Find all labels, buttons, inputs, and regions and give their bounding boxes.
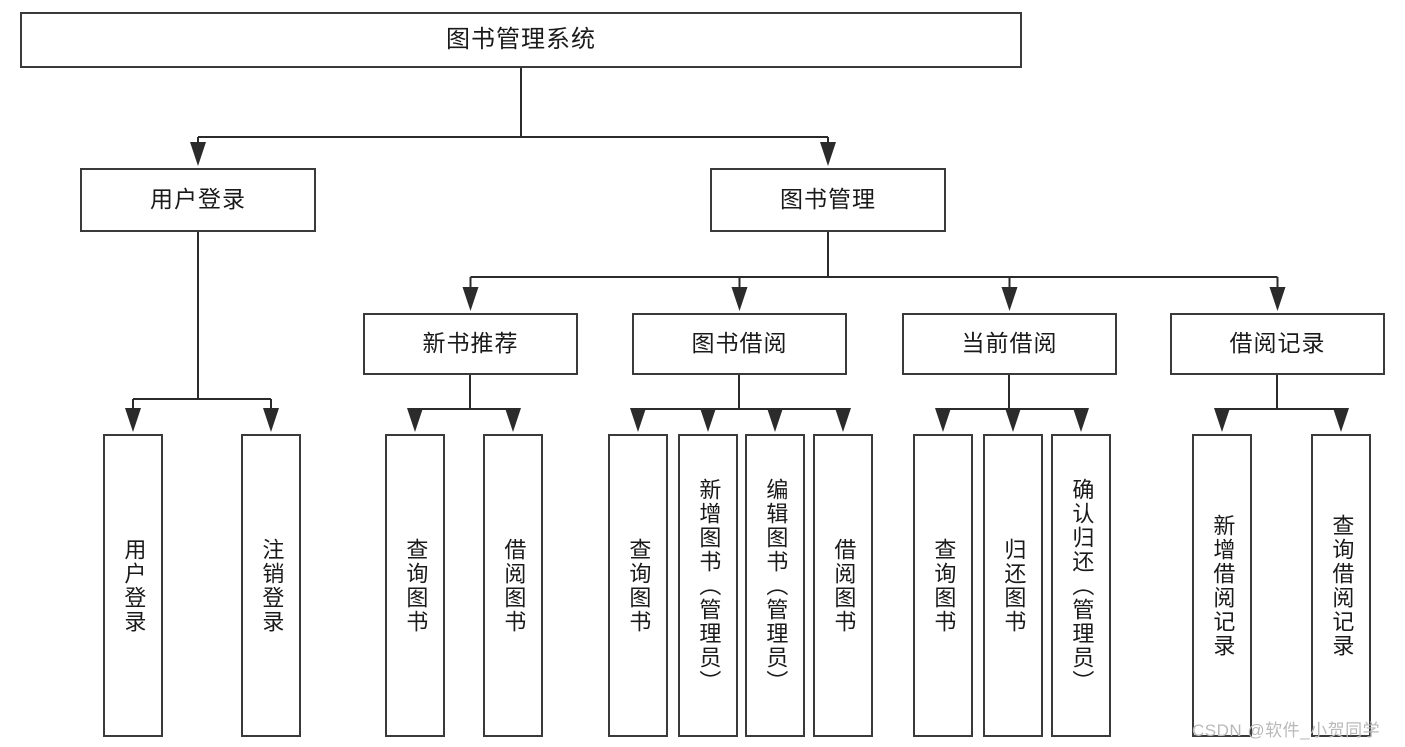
edge-arrowhead-leaf-confirm-return-admin: [1073, 408, 1089, 432]
node-label-book-borrow: 图书借阅: [691, 330, 788, 357]
csdn-watermark: CSDN @软件_小贺同学: [1192, 721, 1381, 740]
node-label-leaf-user-logout: 注销登录: [259, 537, 285, 634]
node-label-leaf-query-book-borrow: 查询图书: [626, 537, 652, 634]
node-label-leaf-edit-book-admin: 编辑图书（管理员）: [763, 477, 789, 694]
edge-arrowhead-leaf-return-book: [1005, 408, 1021, 432]
node-user-login[interactable]: 用户登录: [80, 168, 316, 232]
edge-arrowhead-leaf-borrow-book-borrow: [835, 408, 851, 432]
node-leaf-add-borrow-record[interactable]: 新增借阅记录: [1192, 434, 1252, 737]
node-label-leaf-add-book-admin: 新增图书（管理员）: [696, 477, 722, 694]
edge-arrowhead-leaf-borrow-book-recommend: [505, 408, 521, 432]
node-label-new-book-recommend: 新书推荐: [422, 330, 519, 357]
node-label-user-login: 用户登录: [150, 186, 246, 213]
node-current-borrow[interactable]: 当前借阅: [902, 313, 1117, 375]
node-label-leaf-query-book-recommend: 查询图书: [403, 537, 429, 634]
node-leaf-edit-book-admin[interactable]: 编辑图书（管理员）: [745, 434, 805, 737]
node-label-current-borrow: 当前借阅: [961, 330, 1058, 357]
edge-arrowhead-new-book-recommend: [462, 287, 479, 311]
node-leaf-user-login[interactable]: 用户登录: [103, 434, 163, 737]
node-label-root: 图书管理系统: [446, 25, 596, 53]
node-leaf-user-logout[interactable]: 注销登录: [241, 434, 301, 737]
node-leaf-borrow-book-borrow[interactable]: 借阅图书: [813, 434, 873, 737]
edge-arrowhead-leaf-query-book-current: [935, 408, 951, 432]
node-label-book-manage: 图书管理: [780, 186, 876, 213]
node-label-borrow-record: 借阅记录: [1229, 330, 1326, 357]
edge-arrowhead-leaf-query-borrow-record: [1333, 408, 1349, 432]
edge-arrowhead-leaf-add-borrow-record: [1214, 408, 1230, 432]
edge-arrowhead-book-manage: [820, 142, 836, 166]
node-label-leaf-return-book: 归还图书: [1001, 537, 1027, 634]
edge-arrowhead-leaf-user-logout: [263, 408, 279, 432]
edge-arrowhead-user-login: [190, 142, 206, 166]
node-root[interactable]: 图书管理系统: [20, 12, 1022, 68]
node-label-leaf-query-borrow-record: 查询借阅记录: [1329, 513, 1355, 658]
node-book-manage[interactable]: 图书管理: [710, 168, 946, 232]
node-label-leaf-borrow-book-recommend: 借阅图书: [501, 537, 527, 634]
edge-arrowhead-leaf-user-login: [125, 408, 141, 432]
edge-arrowhead-leaf-add-book-admin: [700, 408, 716, 432]
node-new-book-recommend[interactable]: 新书推荐: [363, 313, 578, 375]
edge-arrowhead-leaf-query-book-recommend: [407, 408, 423, 432]
node-leaf-borrow-book-recommend[interactable]: 借阅图书: [483, 434, 543, 737]
node-leaf-query-book-current[interactable]: 查询图书: [913, 434, 973, 737]
node-label-leaf-query-book-current: 查询图书: [931, 537, 957, 634]
node-leaf-query-book-borrow[interactable]: 查询图书: [608, 434, 668, 737]
edge-arrowhead-current-borrow: [1001, 287, 1018, 311]
node-book-borrow[interactable]: 图书借阅: [632, 313, 847, 375]
node-leaf-return-book[interactable]: 归还图书: [983, 434, 1043, 737]
node-label-leaf-confirm-return-admin: 确认归还（管理员）: [1069, 477, 1095, 694]
node-label-leaf-add-borrow-record: 新增借阅记录: [1210, 513, 1236, 658]
node-leaf-confirm-return-admin[interactable]: 确认归还（管理员）: [1051, 434, 1111, 737]
edge-arrowhead-borrow-record: [1269, 287, 1286, 311]
node-label-leaf-borrow-book-borrow: 借阅图书: [831, 537, 857, 634]
edge-arrowhead-leaf-edit-book-admin: [767, 408, 783, 432]
node-label-leaf-user-login: 用户登录: [121, 537, 147, 634]
node-leaf-query-book-recommend[interactable]: 查询图书: [385, 434, 445, 737]
edge-arrowhead-book-borrow: [731, 287, 748, 311]
edge-arrowhead-leaf-query-book-borrow: [630, 408, 646, 432]
node-leaf-query-borrow-record[interactable]: 查询借阅记录: [1311, 434, 1371, 737]
node-leaf-add-book-admin[interactable]: 新增图书（管理员）: [678, 434, 738, 737]
node-borrow-record[interactable]: 借阅记录: [1170, 313, 1385, 375]
